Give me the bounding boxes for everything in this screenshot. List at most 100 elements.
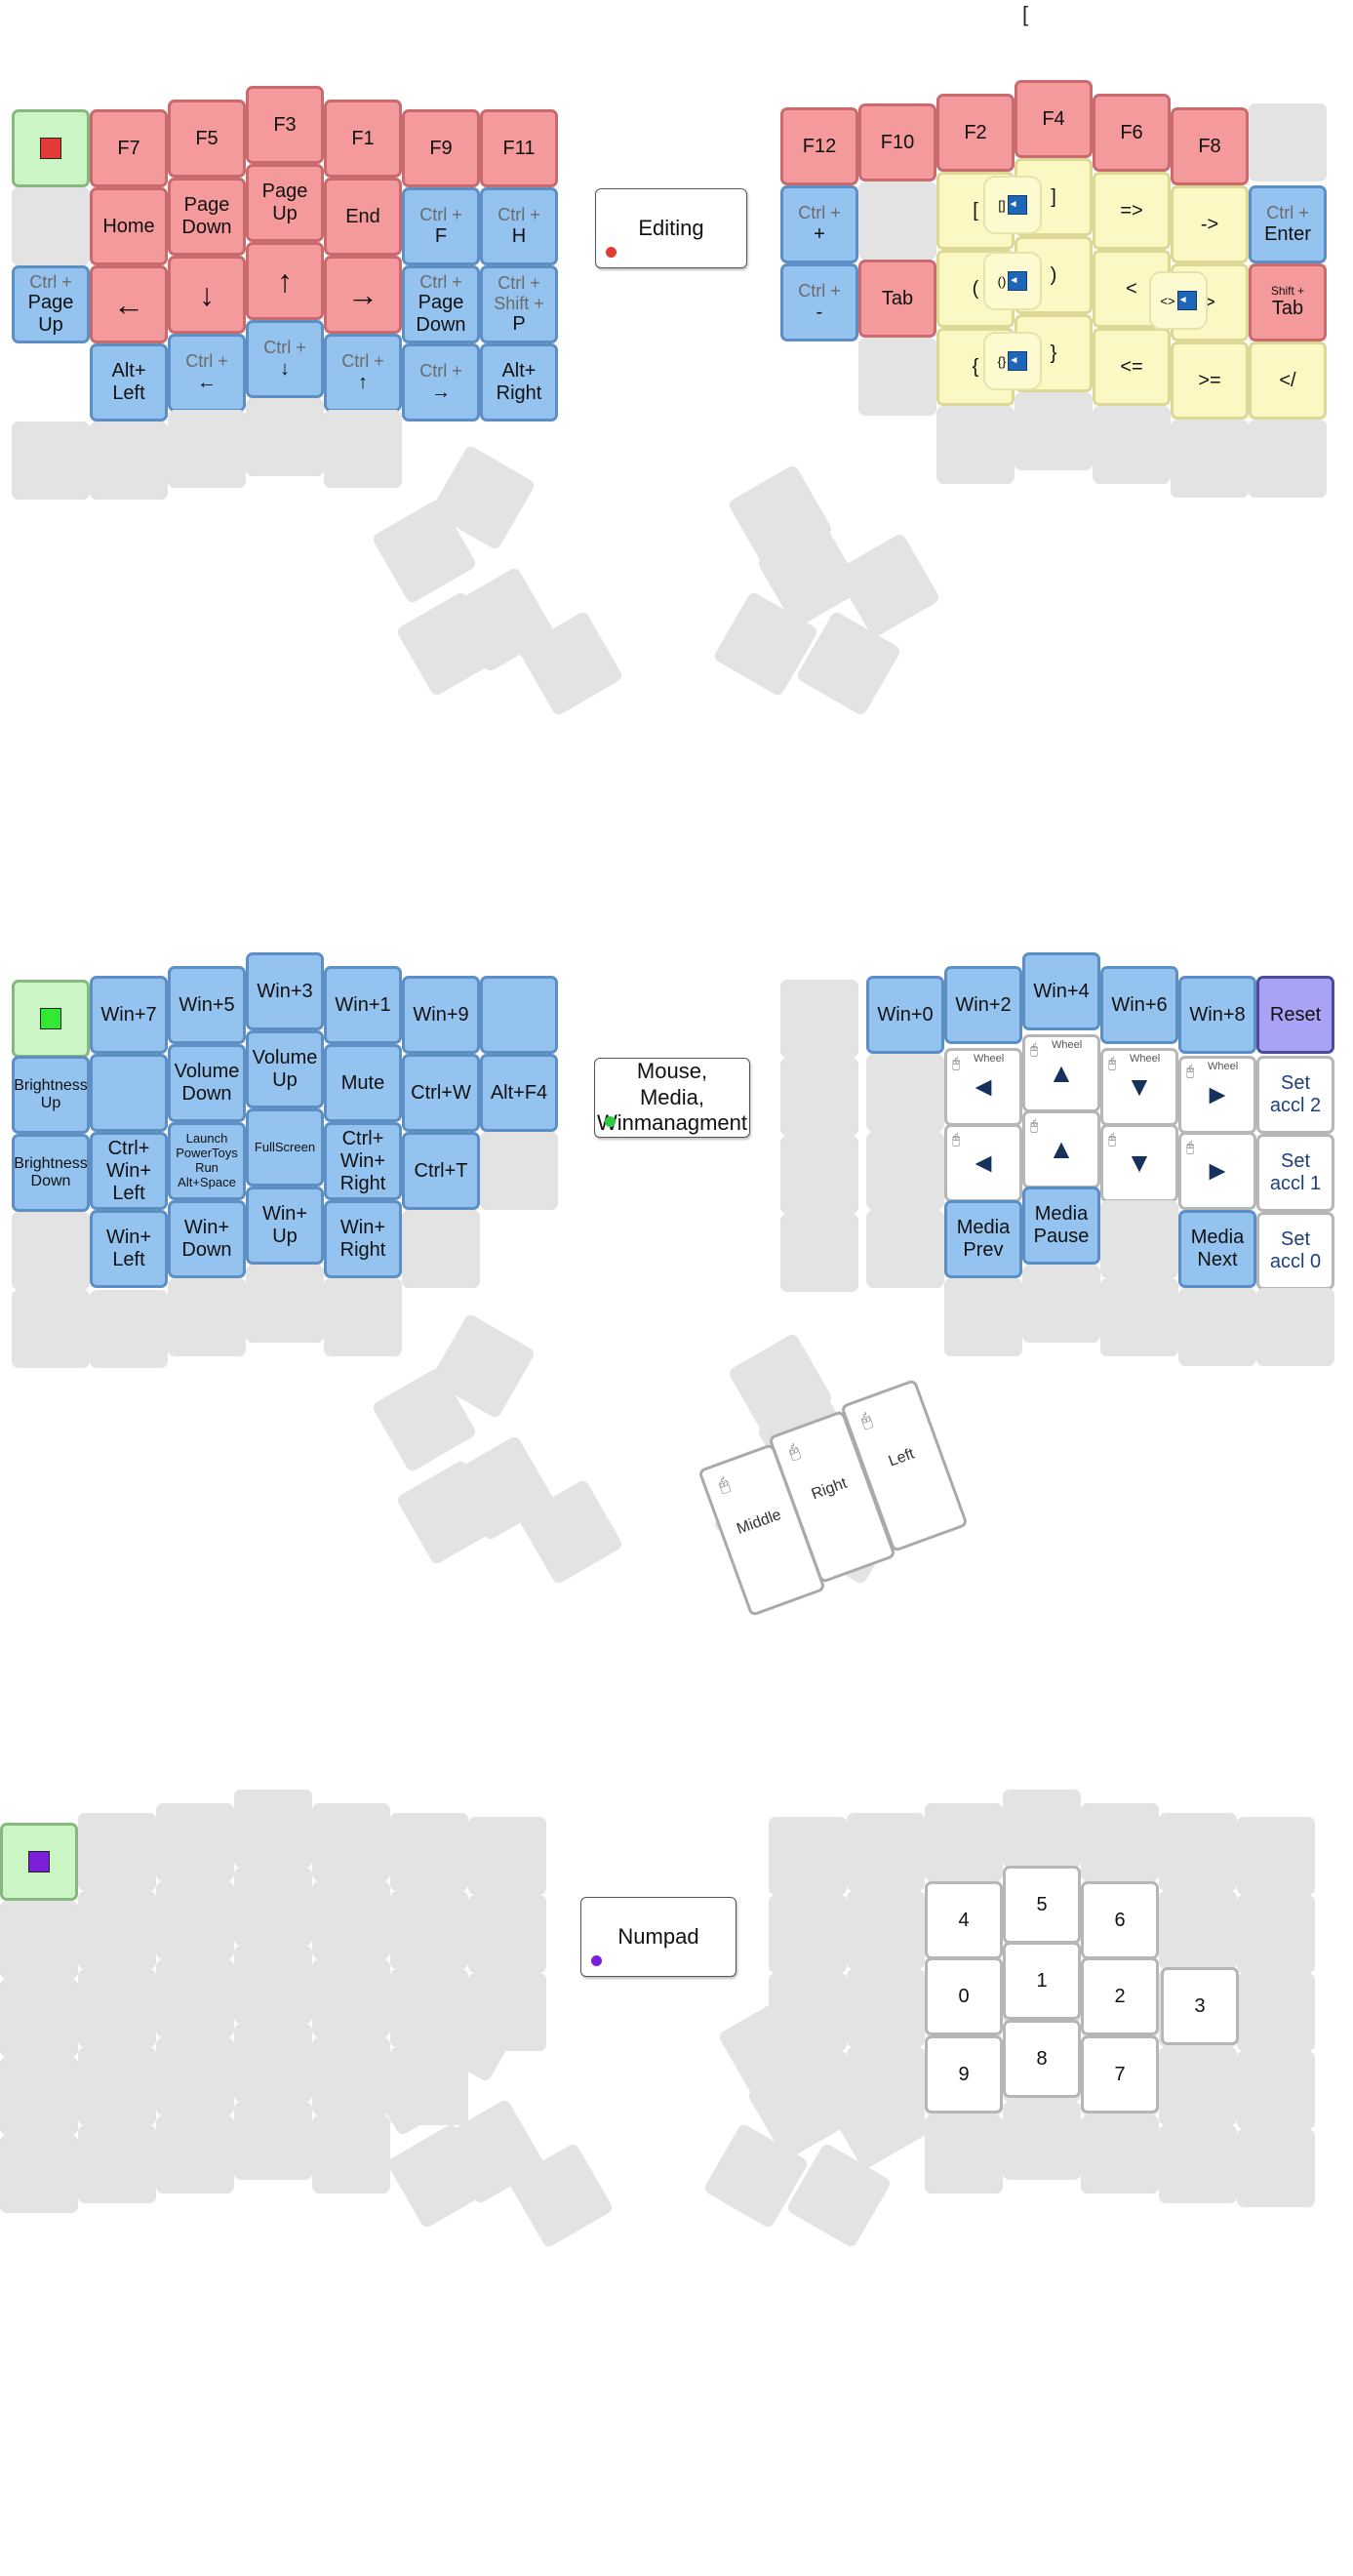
numpad-key-1[interactable]: 1	[1003, 1942, 1081, 2020]
key-row2-2[interactable]: ↑	[246, 242, 324, 320]
key-empty	[168, 410, 246, 488]
key-row0-5[interactable]: F11	[480, 109, 558, 187]
key-fn-3[interactable]: F4	[1015, 80, 1093, 158]
key-win-5[interactable]	[480, 976, 558, 1054]
key-l2r3-0[interactable]: Win+ Left	[90, 1210, 168, 1288]
numpad-key-2[interactable]: 2	[1081, 1957, 1159, 2035]
key-win-4[interactable]: Win+9	[402, 976, 480, 1054]
mouse-move-1[interactable]: 🖰▲	[1022, 1110, 1100, 1188]
key-empty	[780, 1214, 858, 1292]
key-row3-2[interactable]: Ctrl +↓	[246, 320, 324, 398]
key-win-0[interactable]: Win+7	[90, 976, 168, 1054]
key-l2-top-4[interactable]: Win+8	[1178, 976, 1256, 1054]
set-accl-1[interactable]: Set accl 1	[1256, 1134, 1334, 1212]
key-row1-0[interactable]: Home	[90, 187, 168, 265]
key-l2r2-3[interactable]: FullScreen	[246, 1108, 324, 1187]
key-row1-2[interactable]: Page Up	[246, 164, 324, 242]
key-l2r2-2[interactable]: Launch PowerToys Run Alt+Space	[168, 1122, 246, 1200]
numpad-key-5[interactable]: 5	[1003, 1866, 1081, 1944]
key-r1-0[interactable]: Ctrl ++	[780, 185, 858, 263]
mouse-wheel-0[interactable]: 🖰Wheel◄	[944, 1048, 1022, 1126]
key-win-1[interactable]: Win+5	[168, 966, 246, 1044]
key-r2-1[interactable]: Tab	[858, 260, 936, 338]
key-l2r1-2[interactable]: Volume Down	[168, 1044, 246, 1122]
key-row3-1[interactable]: Ctrl +←	[168, 334, 246, 412]
key-row1-5[interactable]: Ctrl +H	[480, 187, 558, 265]
key-row1-1[interactable]: Page Down	[168, 178, 246, 256]
mouse-wheel-3[interactable]: 🖰Wheel►	[1178, 1056, 1256, 1134]
key-l2r1-3[interactable]: Volume Up	[246, 1030, 324, 1108]
key-l2r3-2[interactable]: Win+ Up	[246, 1187, 324, 1265]
media-1[interactable]: Media Pause	[1022, 1187, 1100, 1265]
key-modifier: Ctrl +	[798, 281, 841, 302]
mouse-move-0[interactable]: 🖰◄	[944, 1124, 1022, 1202]
mouse-wheel-2[interactable]: 🖰Wheel▼	[1100, 1048, 1178, 1126]
key-r1-5[interactable]: ->	[1171, 185, 1249, 263]
key-row2-1[interactable]: ↓	[168, 256, 246, 334]
set-accl-0[interactable]: Set accl 2	[1256, 1056, 1334, 1134]
key-row1-3[interactable]: End	[324, 178, 402, 256]
key-l2r2-5[interactable]: Ctrl+T	[402, 1132, 480, 1210]
key-row3-0[interactable]: Alt+ Left	[90, 343, 168, 422]
key-row3-5[interactable]: Alt+ Right	[480, 343, 558, 422]
key-fn-5[interactable]: F8	[1171, 107, 1249, 185]
key-row3-3[interactable]: Ctrl +↑	[324, 334, 402, 412]
key-l2r1-0[interactable]: Brightness Up	[12, 1056, 90, 1134]
key-row0-3[interactable]: F1	[324, 100, 402, 178]
key-r3-3[interactable]: >=	[1171, 342, 1249, 420]
key-l2r3-1[interactable]: Win+ Down	[168, 1200, 246, 1278]
key-l2r2-0[interactable]: Brightness Down	[12, 1134, 90, 1212]
key-r1-4[interactable]: =>	[1093, 172, 1171, 250]
key-l2-top-0[interactable]: Win+0	[866, 976, 944, 1054]
key-row2-5[interactable]: Ctrl + Shift +P	[480, 265, 558, 343]
numpad-key-8[interactable]: 8	[1003, 2020, 1081, 2098]
key-fn-1[interactable]: F10	[858, 103, 936, 181]
set-accl-2[interactable]: Set accl 0	[1256, 1212, 1334, 1290]
numpad-key-9[interactable]: 9	[925, 2035, 1003, 2113]
key-outer-pageup[interactable]: Ctrl +Page Up	[12, 265, 90, 343]
key-row1-4[interactable]: Ctrl +F	[402, 187, 480, 265]
numpad-key-3[interactable]: 3	[1161, 1967, 1239, 2045]
key-win-2[interactable]: Win+3	[246, 952, 324, 1030]
key-row2-3[interactable]: →	[324, 256, 402, 334]
key-label: ↑	[277, 262, 293, 299]
key-l2r1-1[interactable]	[90, 1054, 168, 1132]
key-l2r1-5[interactable]: Ctrl+W	[402, 1054, 480, 1132]
key-row3-4[interactable]: Ctrl +→	[402, 343, 480, 422]
mouse-move-3[interactable]: 🖰►	[1178, 1132, 1256, 1210]
key-row0-0[interactable]: F7	[90, 109, 168, 187]
key-fn-4[interactable]: F6	[1093, 94, 1171, 172]
key-row2-0[interactable]: ←	[90, 265, 168, 343]
media-0[interactable]: Media Prev	[944, 1200, 1022, 1278]
numpad-key-4[interactable]: 4	[925, 1881, 1003, 1959]
key-fn-0[interactable]: F12	[780, 107, 858, 185]
mouse-wheel-1[interactable]: 🖰Wheel▲	[1022, 1034, 1100, 1112]
key-row0-2[interactable]: F3	[246, 86, 324, 164]
key-fn-2[interactable]: F2	[936, 94, 1015, 172]
key-r3-2[interactable]: <=	[1093, 328, 1171, 406]
media-2[interactable]: Media Next	[1178, 1210, 1256, 1288]
key-label: 6	[1114, 1909, 1126, 1931]
key-l2-top-3[interactable]: Win+6	[1100, 966, 1178, 1044]
numpad-key-0[interactable]: 0	[925, 1957, 1003, 2035]
key-r2-6[interactable]: Shift +Tab	[1249, 263, 1327, 342]
key-l2-top-1[interactable]: Win+2	[944, 966, 1022, 1044]
key-l2-top-2[interactable]: Win+4	[1022, 952, 1100, 1030]
key-r3-4[interactable]: </	[1249, 342, 1327, 420]
key-l2r3-3[interactable]: Win+ Right	[324, 1200, 402, 1278]
key-empty	[312, 1803, 390, 1881]
numpad-key-6[interactable]: 6	[1081, 1881, 1159, 1959]
key-row2-4[interactable]: Ctrl +Page Down	[402, 265, 480, 343]
key-l2-top-5[interactable]: Reset	[1256, 976, 1334, 1054]
key-r1-6[interactable]: Ctrl +Enter	[1249, 185, 1327, 263]
key-win-3[interactable]: Win+1	[324, 966, 402, 1044]
key-r2-0[interactable]: Ctrl +-	[780, 263, 858, 342]
key-row0-1[interactable]: F5	[168, 100, 246, 178]
numpad-key-7[interactable]: 7	[1081, 2035, 1159, 2113]
key-l2r2-1[interactable]: Ctrl+ Win+ Left	[90, 1132, 168, 1210]
key-l2r2-4[interactable]: Ctrl+ Win+ Right	[324, 1122, 402, 1200]
key-l2r1-4[interactable]: Mute	[324, 1044, 402, 1122]
key-row0-4[interactable]: F9	[402, 109, 480, 187]
key-l2r1-6[interactable]: Alt+F4	[480, 1054, 558, 1132]
mouse-move-2[interactable]: 🖰▼	[1100, 1124, 1178, 1202]
